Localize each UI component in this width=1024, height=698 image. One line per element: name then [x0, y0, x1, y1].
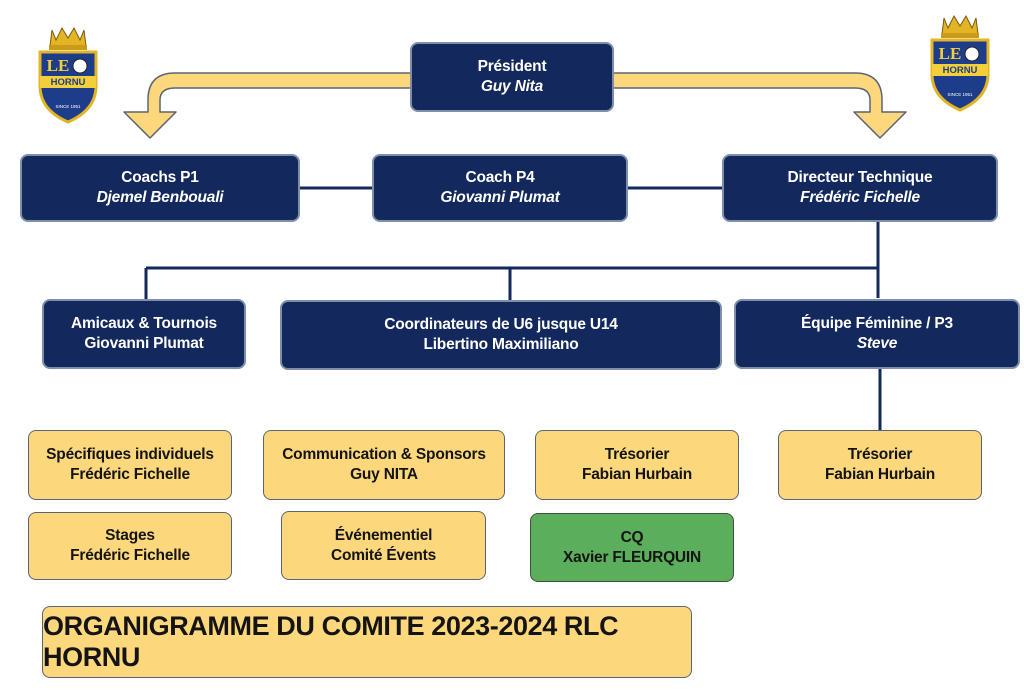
coordinateurs-name: Libertino Maximiliano	[423, 336, 579, 353]
specifiques-name: Frédéric Fichelle	[70, 466, 190, 483]
coach-p4-role: Coach P4	[465, 169, 535, 187]
crest-right-since: SINCE 1951	[947, 92, 973, 97]
club-crest-right-icon: LE HORNU SINCE 1951	[930, 14, 990, 112]
president-name: Guy Nita	[480, 78, 544, 95]
chart-title: ORGANIGRAMME DU COMITE 2023-2024 RLC HOR…	[43, 611, 619, 672]
chart-title-box: ORGANIGRAMME DU COMITE 2023-2024 RLC HOR…	[42, 606, 692, 678]
stages-name: Frédéric Fichelle	[70, 547, 190, 564]
cq-role: CQ	[620, 528, 644, 546]
crest-left-letters: LE	[47, 56, 70, 75]
coach-p1-box: Coachs P1 Djemel Benbouali	[20, 154, 300, 222]
cq-box: CQ Xavier FLEURQUIN	[530, 513, 734, 582]
directeur-name: Frédéric Fichelle	[800, 189, 920, 206]
feminine-name: Steve	[856, 335, 898, 352]
coordinateurs-box: Coordinateurs de U6 jusque U14 Libertino…	[280, 300, 722, 370]
coach-p1-role: Coachs P1	[121, 169, 199, 187]
club-crest-left-icon: LE HORNU SINCE 1951	[38, 26, 98, 124]
tresorier-2-role: Trésorier	[847, 446, 913, 464]
evenementiel-role: Événementiel	[334, 526, 433, 544]
president-box: Président Guy Nita	[410, 42, 614, 112]
communication-box: Communication & Sponsors Guy NITA	[263, 430, 505, 500]
amicaux-role: Amicaux & Tournois	[71, 315, 217, 333]
specifiques-box: Spécifiques individuels Frédéric Fichell…	[28, 430, 232, 500]
crest-right-letters: LE	[939, 44, 962, 63]
evenementiel-name: Comité Évents	[330, 546, 437, 564]
coach-p4-box: Coach P4 Giovanni Plumat	[372, 154, 628, 222]
directeur-technique-box: Directeur Technique Frédéric Fichelle	[722, 154, 998, 222]
feminine-role: Équipe Féminine / P3	[801, 315, 953, 333]
coach-p4-name: Giovanni Plumat	[440, 189, 560, 206]
coach-p1-name: Djemel Benbouali	[96, 189, 224, 206]
communication-role: Communication & Sponsors	[282, 446, 486, 464]
evenementiel-box: Événementiel Comité Évents	[281, 511, 486, 580]
arrow-right	[611, 72, 907, 139]
coordinateurs-role: Coordinateurs de U6 jusque U14	[384, 316, 618, 334]
directeur-role: Directeur Technique	[787, 169, 933, 187]
cq-name: Xavier FLEURQUIN	[562, 548, 702, 566]
stages-role: Stages	[105, 527, 155, 545]
crest-right-club: HORNU	[943, 65, 978, 76]
stages-box: Stages Frédéric Fichelle	[28, 512, 232, 580]
crest-left-club: HORNU	[51, 77, 86, 88]
arrow-left	[123, 72, 413, 139]
crest-left-since: SINCE 1951	[55, 104, 81, 109]
amicaux-name: Giovanni Plumat	[84, 335, 204, 352]
tresorier-1-role: Trésorier	[604, 446, 670, 464]
tresorier-2-name: Fabian Hurbain	[824, 466, 935, 483]
equipe-feminine-box: Équipe Féminine / P3 Steve	[734, 299, 1020, 369]
tresorier-box-1: Trésorier Fabian Hurbain	[535, 430, 739, 500]
tresorier-1-name: Fabian Hurbain	[581, 466, 692, 483]
communication-name: Guy NITA	[350, 466, 418, 483]
specifiques-role: Spécifiques individuels	[46, 446, 214, 464]
president-role: Président	[477, 58, 547, 76]
amicaux-box: Amicaux & Tournois Giovanni Plumat	[42, 299, 246, 369]
tresorier-box-2: Trésorier Fabian Hurbain	[778, 430, 982, 500]
